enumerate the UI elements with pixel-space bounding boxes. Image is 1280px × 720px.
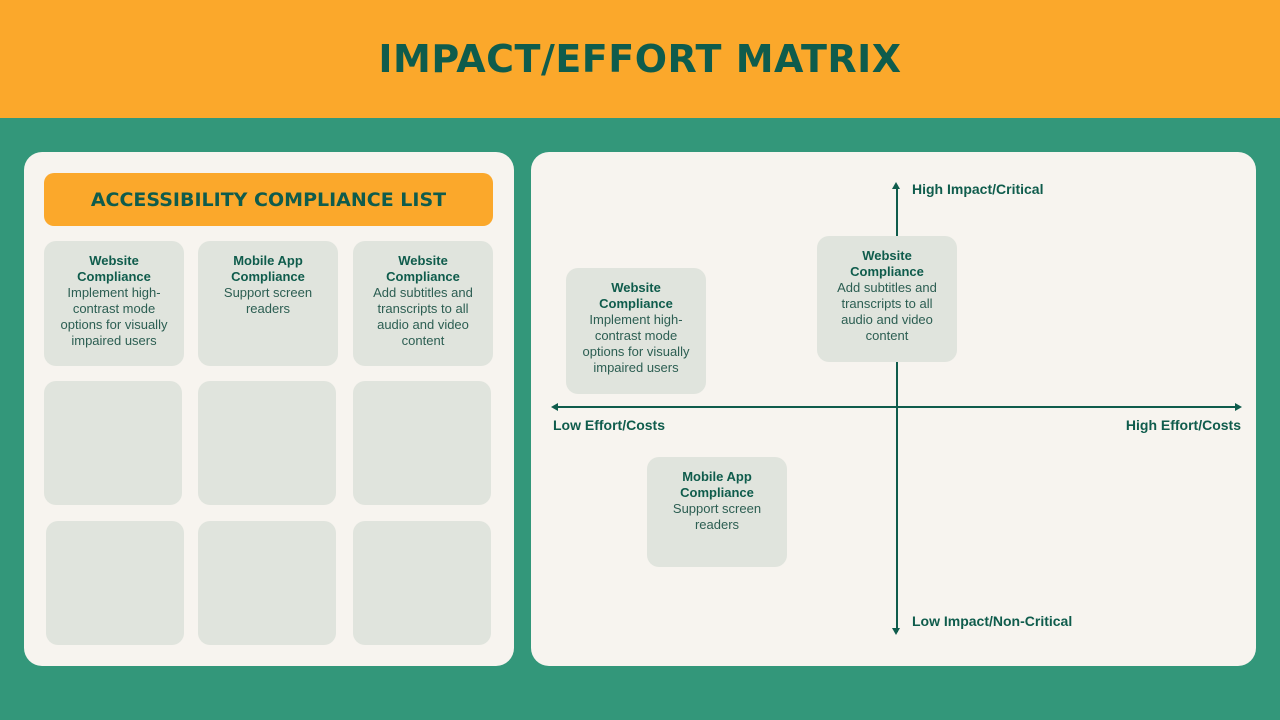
card-description: Add subtitles and transcripts to all aud… — [837, 280, 937, 343]
card-description: Add subtitles and transcripts to all aud… — [373, 285, 473, 348]
list-card-website-contrast: Website Compliance Implement high-contra… — [44, 241, 184, 366]
card-description: Implement high-contrast mode options for… — [582, 312, 690, 375]
list-card-empty — [353, 521, 491, 645]
list-card-empty — [46, 521, 184, 645]
list-card-empty — [198, 381, 336, 505]
compliance-list-panel: ACCESSIBILITY COMPLIANCE LIST Website Co… — [24, 152, 514, 666]
arrow-right-icon — [1235, 402, 1242, 411]
list-card-empty — [44, 381, 182, 505]
list-card-website-subtitles: Website Compliance Add subtitles and tra… — [353, 241, 493, 366]
matrix-card-website-contrast: Website Compliance Implement high-contra… — [566, 268, 706, 394]
arrow-down-icon — [892, 628, 900, 635]
arrow-left-icon — [551, 402, 558, 411]
axis-label-high-effort: High Effort/Costs — [1125, 417, 1241, 433]
card-title: Website Compliance — [850, 248, 924, 279]
compliance-list-title: ACCESSIBILITY COMPLIANCE LIST — [90, 188, 447, 211]
arrow-up-icon — [892, 182, 900, 189]
card-title: Mobile App Compliance — [680, 469, 754, 500]
card-title: Website Compliance — [599, 280, 673, 311]
card-title: Website Compliance — [386, 253, 460, 284]
axis-label-low-effort: Low Effort/Costs — [553, 417, 665, 433]
list-card-empty — [198, 521, 336, 645]
axis-label-low-impact: Low Impact/Non-Critical — [912, 613, 1073, 629]
card-description: Support screen readers — [223, 285, 313, 316]
list-card-empty — [353, 381, 491, 505]
header-banner: IMPACT/EFFORT MATRIX — [0, 0, 1280, 118]
card-title: Mobile App Compliance — [231, 253, 305, 284]
axis-label-high-impact: High Impact/Critical — [912, 181, 1044, 197]
compliance-list-header: ACCESSIBILITY COMPLIANCE LIST — [44, 173, 493, 226]
list-card-mobile-app: Mobile App Compliance Support screen rea… — [198, 241, 338, 366]
card-description: Implement high-contrast mode options for… — [60, 285, 168, 348]
card-description: Support screen readers — [672, 501, 762, 532]
impact-effort-matrix-panel: High Impact/Critical Low Impact/Non-Crit… — [531, 152, 1256, 666]
page-title: IMPACT/EFFORT MATRIX — [378, 37, 902, 81]
horizontal-axis — [555, 406, 1239, 408]
card-title: Website Compliance — [77, 253, 151, 284]
matrix-card-website-subtitles: Website Compliance Add subtitles and tra… — [817, 236, 957, 362]
vertical-axis — [896, 186, 898, 632]
matrix-card-mobile-app: Mobile App Compliance Support screen rea… — [647, 457, 787, 567]
